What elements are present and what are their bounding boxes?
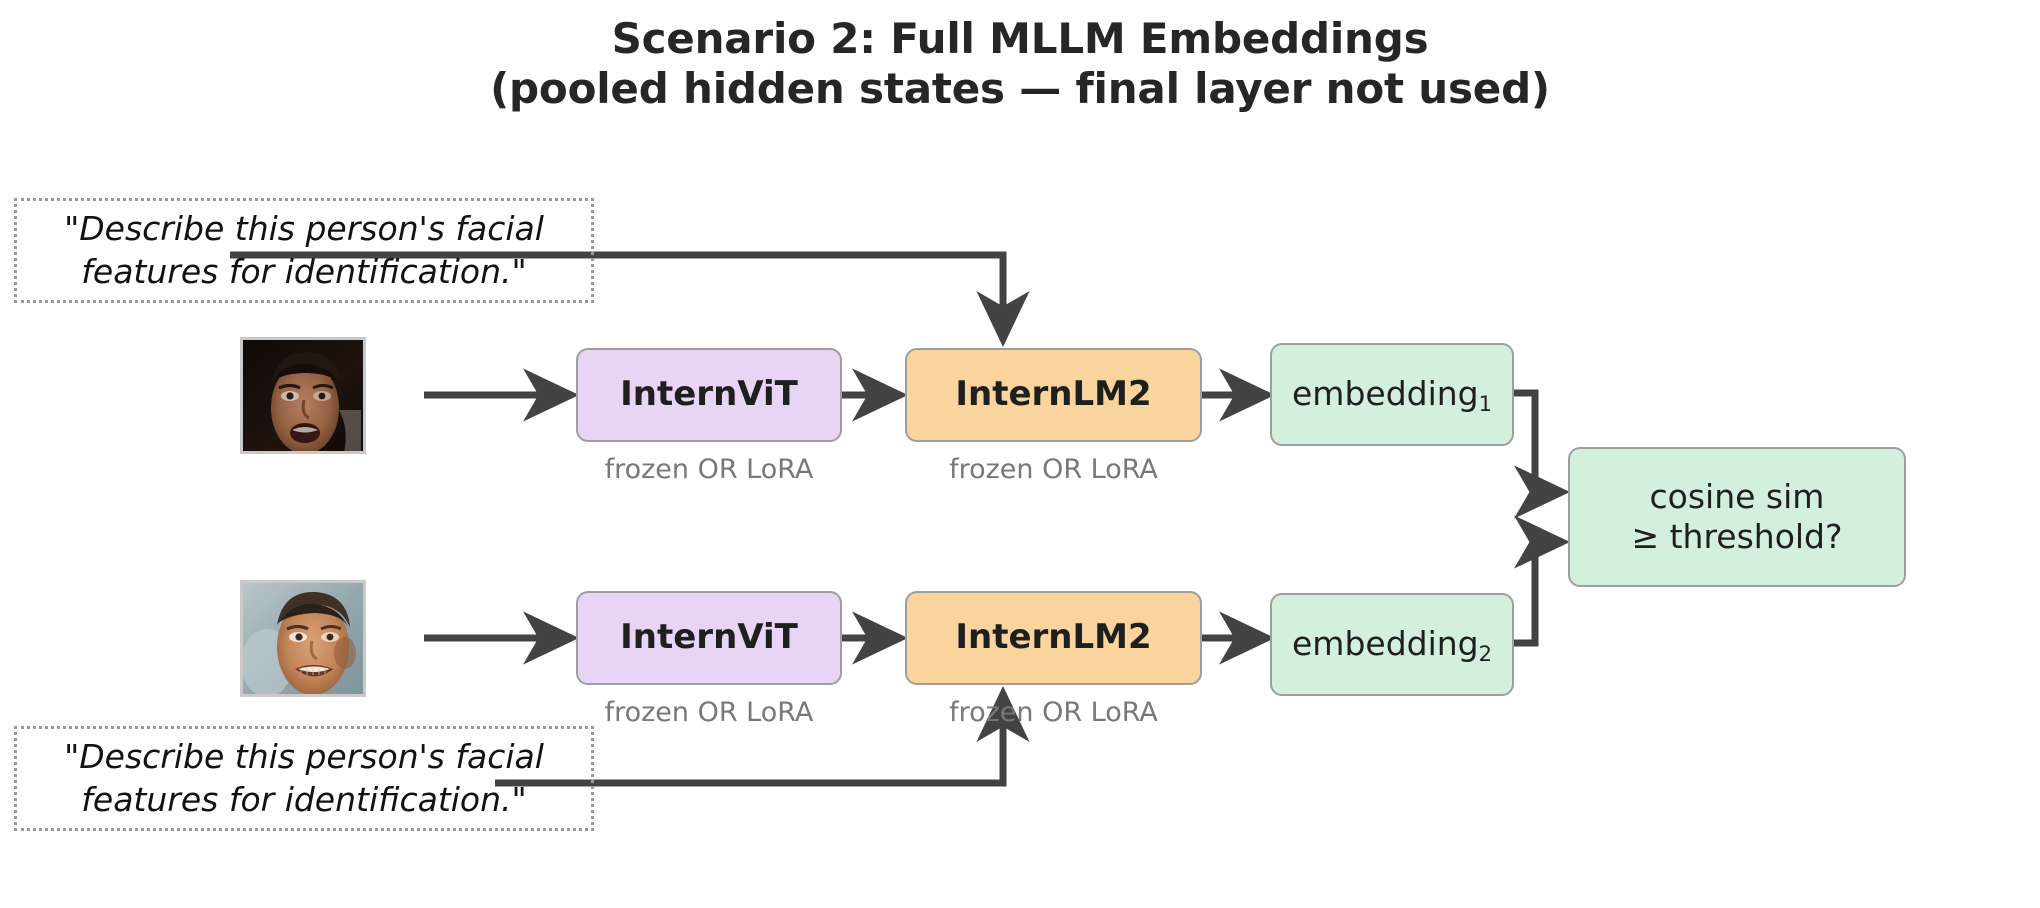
page-title: Scenario 2: Full MLLM Embeddings (pooled… [0,14,2040,113]
node-embedding-2[interactable]: embedding2 [1270,593,1514,696]
comparator-line-1: cosine sim [1649,476,1825,516]
title-line-2: (pooled hidden states — final layer not … [490,63,1550,113]
prompt-box-bottom: "Describe this person's facial features … [14,726,594,831]
node-internlm2-bottom[interactable]: InternLM2 [905,591,1202,685]
node-embedding-1[interactable]: embedding1 [1270,343,1514,446]
face-photo-light-icon [243,583,363,694]
title-line-1: Scenario 2: Full MLLM Embeddings [611,14,1429,63]
node-internlm2-bottom-label: InternLM2 [955,617,1152,658]
caption-internvit-bottom: frozen OR LoRA [604,697,814,728]
caption-internlm2-bottom: frozen OR LoRA [949,697,1158,728]
face-thumbnail-2 [240,580,366,697]
node-internlm2-top[interactable]: InternLM2 [905,348,1202,442]
node-cosine-similarity[interactable]: cosine sim ≥ threshold? [1568,447,1906,587]
node-embedding-1-label: embedding1 [1292,374,1492,417]
node-internvit-top[interactable]: InternViT [576,348,842,442]
node-internvit-bottom[interactable]: InternViT [576,591,842,685]
prompt-box-top: "Describe this person's facial features … [14,198,594,303]
prompt-text-bottom: "Describe this person's facial features … [64,736,544,819]
face-thumbnail-1 [240,337,366,454]
comparator-line-2: ≥ threshold? [1631,517,1843,556]
node-internvit-bottom-label: InternViT [620,617,798,658]
embedding-1-subscript: 1 [1478,392,1492,417]
caption-internvit-top: frozen OR LoRA [604,454,814,485]
caption-internlm2-top: frozen OR LoRA [949,454,1158,485]
node-embedding-2-label: embedding2 [1292,624,1492,667]
embedding-2-subscript: 2 [1478,642,1492,667]
node-internlm2-top-label: InternLM2 [955,374,1152,415]
face-photo-dark-icon [243,340,363,451]
node-internvit-top-label: InternViT [620,374,798,415]
prompt-text-top: "Describe this person's facial features … [64,208,544,291]
